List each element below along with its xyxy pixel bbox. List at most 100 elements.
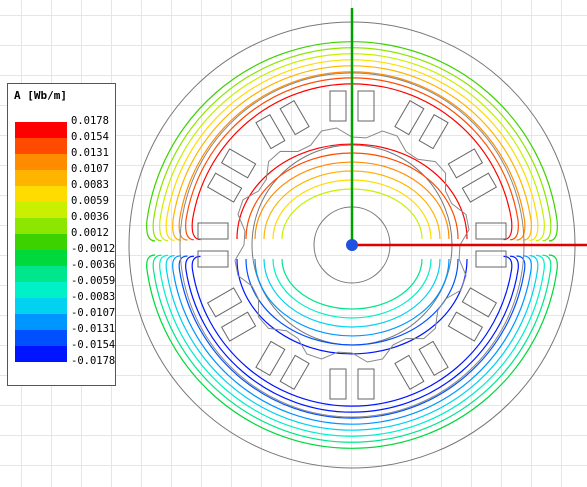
legend-swatch: [15, 346, 67, 362]
flux-contour-line: [281, 258, 423, 310]
legend-value: 0.0178: [71, 115, 109, 127]
coil-rect: [461, 287, 498, 318]
coil-rect: [279, 99, 310, 136]
coil-rect: [447, 148, 484, 179]
coil-rect: [418, 340, 449, 377]
legend-swatch: [15, 218, 67, 234]
legend-value: -0.0036: [71, 259, 116, 271]
coil-rect: [220, 311, 257, 342]
legend-value: -0.0154: [71, 339, 116, 351]
legend-value: 0.0036: [71, 211, 109, 223]
legend-row: 0.0036: [15, 211, 115, 234]
legend-swatch: [15, 250, 67, 266]
legend-value: 0.0131: [71, 147, 109, 159]
coil-rect: [475, 222, 507, 240]
legend-value: -0.0131: [71, 323, 116, 335]
flux-contour-line: [236, 258, 468, 355]
coil-rect: [255, 340, 286, 377]
flux-contour-line: [146, 254, 558, 449]
coil-rect: [329, 368, 347, 400]
legend-value: 0.0012: [71, 227, 109, 239]
coil-rect: [475, 250, 507, 268]
legend-swatch: [15, 282, 67, 298]
coil-pair: [447, 287, 498, 342]
legend-row: -0.0036: [15, 259, 115, 282]
legend-swatch: [15, 298, 67, 314]
flux-contour-line: [272, 258, 432, 319]
flux-contour-line: [263, 258, 441, 328]
legend-row: 0.0154: [15, 131, 115, 154]
legend-row: -0.0131: [15, 323, 115, 346]
coil-pair: [447, 148, 498, 203]
stator-tooth-outline: [234, 127, 470, 363]
legend-swatch: [15, 138, 67, 154]
flux-contour-line: [165, 255, 539, 431]
coil-pair: [255, 340, 310, 391]
flux-contour-line: [152, 254, 552, 443]
legend-swatch: [15, 170, 67, 186]
flux-contour-line: [191, 255, 513, 407]
legend-value: -0.0107: [71, 307, 116, 319]
legend-value-last: -0.0178: [71, 355, 116, 367]
coordinate-axes: [346, 8, 587, 251]
legend-row: 0.0178: [15, 115, 115, 138]
coil-rect: [447, 311, 484, 342]
legend-swatch: [15, 314, 67, 330]
coil-pair: [206, 287, 257, 342]
coil-pair: [394, 99, 449, 150]
coil-pair: [206, 148, 257, 203]
coil-pair: [329, 368, 375, 400]
coil-rect: [357, 368, 375, 400]
legend-value: 0.0107: [71, 163, 109, 175]
flux-contour-line: [159, 254, 545, 437]
legend-row: -0.0059: [15, 275, 115, 298]
flux-contour-line: [172, 255, 532, 425]
coil-rect: [461, 172, 498, 203]
flux-contour-line: [254, 258, 450, 337]
coil-rect: [206, 172, 243, 203]
legend-row: 0.0107: [15, 163, 115, 186]
legend-title: A [Wb/m]: [14, 89, 67, 102]
coil-rect: [357, 90, 375, 122]
coil-pair: [475, 222, 507, 268]
coil-rect: [394, 354, 425, 391]
flux-contour-line: [185, 255, 519, 413]
legend-row: -0.0083: [15, 291, 115, 314]
legend-swatch: [15, 330, 67, 346]
legend-swatch: [15, 234, 67, 250]
coil-pair: [255, 99, 310, 150]
legend-swatch: [15, 122, 67, 138]
coil-rect: [220, 148, 257, 179]
legend-value: -0.0083: [71, 291, 116, 303]
legend-value: 0.0083: [71, 179, 109, 191]
legend-value: 0.0059: [71, 195, 109, 207]
coil-pair: [329, 90, 375, 122]
legend-row: -0.0154 -0.0178: [15, 339, 115, 367]
legend-swatch: [15, 202, 67, 218]
coil-slots: [197, 90, 507, 400]
coil-pair: [197, 222, 229, 268]
coil-rect: [255, 113, 286, 150]
legend-swatch: [15, 266, 67, 282]
coil-rect: [279, 354, 310, 391]
coil-pair: [394, 340, 449, 391]
coil-rect: [394, 99, 425, 136]
legend-row: -0.0107: [15, 307, 115, 330]
legend-swatch: [15, 186, 67, 202]
coil-rect: [197, 222, 229, 240]
legend-value: -0.0012: [71, 243, 116, 255]
legend-row: 0.0059: [15, 195, 115, 218]
flux-contour-line: [178, 255, 526, 419]
coil-rect: [197, 250, 229, 268]
coil-rect: [418, 113, 449, 150]
legend-row: 0.0083: [15, 179, 115, 202]
legend-swatch: [15, 154, 67, 170]
legend-row: 0.0012: [15, 227, 115, 250]
origin-marker: [346, 239, 358, 251]
legend-row: 0.0131: [15, 147, 115, 170]
coil-rect: [329, 90, 347, 122]
